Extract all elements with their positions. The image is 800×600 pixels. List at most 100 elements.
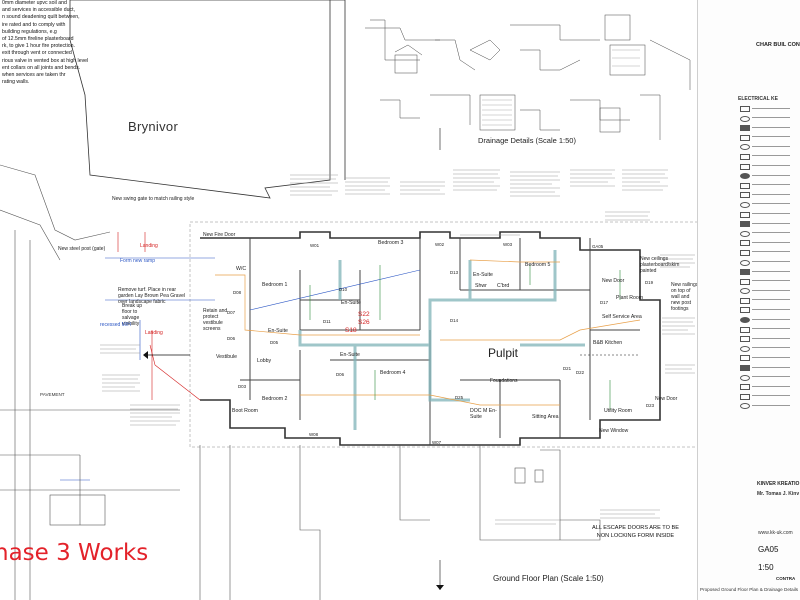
electrical-key-row bbox=[740, 373, 796, 383]
key-description-line bbox=[752, 385, 790, 387]
steel-post-note: New steel post (gate) bbox=[58, 246, 106, 252]
detail-hatching bbox=[482, 49, 640, 126]
key-description-line bbox=[752, 222, 790, 224]
key-description-line bbox=[752, 184, 790, 186]
label-d19: D19 bbox=[645, 280, 654, 285]
label-d25: D25 bbox=[455, 395, 464, 400]
drawing-number: GA05 bbox=[758, 545, 779, 554]
electrical-key-row bbox=[740, 305, 796, 315]
external-walls bbox=[200, 231, 661, 446]
new-ceilings-note: New ceilings plasterboard/skim painted bbox=[640, 256, 680, 274]
electrical-key-row bbox=[740, 104, 796, 114]
key-symbol-icon bbox=[740, 173, 750, 180]
rear-extension bbox=[0, 445, 601, 600]
key-description-line bbox=[752, 289, 790, 291]
electrical-key-row bbox=[740, 277, 796, 287]
key-symbol-icon bbox=[740, 221, 750, 228]
drawing-scale: 1:50 bbox=[758, 563, 774, 572]
key-symbol-icon bbox=[740, 201, 750, 208]
electrical-key-row bbox=[740, 296, 796, 306]
label-d08: D08 bbox=[233, 290, 242, 295]
pavement-label: PAVEMENT bbox=[40, 392, 65, 397]
note-line: and services in accessible duct, bbox=[2, 7, 75, 14]
practice-name: KINVER KREATIO bbox=[757, 481, 800, 487]
s18-label: S18 bbox=[345, 327, 357, 334]
room-plant: Plant Room bbox=[616, 295, 644, 301]
electrical-key-row bbox=[740, 190, 796, 200]
key-symbol-icon bbox=[740, 259, 750, 266]
electrical-key-row bbox=[740, 401, 796, 411]
key-description-line bbox=[752, 337, 790, 339]
key-description-line bbox=[752, 299, 790, 301]
room-bb-kitchen: B&B Kitchen bbox=[593, 340, 623, 346]
key-symbol-icon bbox=[740, 355, 750, 362]
key-symbol-icon bbox=[740, 393, 750, 400]
electrical-key-heading: ELECTRICAL KE bbox=[738, 96, 778, 102]
note-line: n sound deadening quilt between, bbox=[2, 14, 80, 21]
key-symbol-icon bbox=[740, 249, 750, 256]
electrical-key-row bbox=[740, 286, 796, 296]
label-d03: D03 bbox=[238, 384, 247, 389]
landing-label-top: Landing bbox=[140, 243, 158, 249]
break-up-floor-note: Break up floor to salvage visibility bbox=[122, 303, 143, 327]
key-description-line bbox=[752, 241, 790, 243]
label-w01: W01 bbox=[310, 243, 320, 248]
escape-doors-note: ALL ESCAPE DOORS ARE TO BE NON LOCKING F… bbox=[592, 524, 679, 540]
electrical-key-row bbox=[740, 334, 796, 344]
site-boundary bbox=[0, 164, 180, 600]
key-description-line bbox=[752, 251, 790, 253]
key-description-line bbox=[752, 280, 790, 282]
key-symbol-icon bbox=[740, 153, 750, 160]
electrical-key-row bbox=[740, 248, 796, 258]
key-description-line bbox=[752, 356, 790, 358]
room-wc: W/C bbox=[236, 266, 247, 272]
key-description-line bbox=[752, 232, 790, 234]
label-d11: D11 bbox=[323, 319, 331, 324]
electrical-key-row bbox=[740, 219, 796, 229]
label-d06: D06 bbox=[227, 336, 236, 341]
electrical-key-row bbox=[740, 210, 796, 220]
client-name: Mr. Tomas J. Kinv bbox=[757, 491, 800, 497]
room-shower: Shwr bbox=[475, 283, 487, 289]
electrical-key-row bbox=[740, 238, 796, 248]
label-d13: D13 bbox=[450, 270, 459, 275]
key-symbol-icon bbox=[740, 384, 750, 391]
room-ensuite-c: En-Suite bbox=[268, 328, 288, 334]
phase-title: hase 3 Works bbox=[0, 540, 149, 566]
key-description-line bbox=[752, 376, 790, 378]
top-left-notes: 0mm diameter upvc soil and and services … bbox=[2, 0, 122, 86]
ground-floor-plan-title: Ground Floor Plan (Scale 1:50) bbox=[493, 574, 604, 583]
key-symbol-icon bbox=[740, 365, 750, 372]
label-d06b: D06 bbox=[336, 372, 345, 377]
escape-line-1: ALL ESCAPE DOORS ARE TO BE bbox=[592, 525, 679, 531]
label-d14: D14 bbox=[450, 318, 459, 323]
key-description-line bbox=[752, 347, 790, 349]
key-description-line bbox=[752, 270, 790, 272]
key-symbol-icon bbox=[740, 106, 750, 112]
section-marker-b bbox=[436, 128, 444, 590]
key-symbol-icon bbox=[740, 163, 750, 170]
key-symbol-icon bbox=[740, 336, 750, 343]
key-description-line bbox=[752, 366, 790, 368]
key-description-line bbox=[752, 213, 790, 215]
electrical-key-row bbox=[740, 171, 796, 181]
new-door-note-2: New Door bbox=[655, 396, 678, 402]
key-description-line bbox=[752, 395, 790, 397]
room-vestibule: Vestibule bbox=[216, 354, 238, 360]
key-description-line bbox=[752, 126, 790, 128]
label-w08: W08 bbox=[309, 432, 319, 437]
drainage-lines bbox=[215, 259, 641, 406]
key-symbol-icon bbox=[740, 192, 750, 199]
label-d05: D05 bbox=[270, 340, 279, 345]
electrical-key-row bbox=[740, 325, 796, 335]
key-symbol-icon bbox=[740, 374, 750, 381]
electrical-key-row bbox=[740, 267, 796, 277]
label-d23: D23 bbox=[646, 403, 655, 408]
electrical-key-row bbox=[740, 152, 796, 162]
electrical-key-row bbox=[740, 133, 796, 143]
recessed-mh-note: recessed M/H bbox=[100, 322, 131, 328]
electrical-key-row bbox=[740, 229, 796, 239]
key-symbol-icon bbox=[740, 182, 750, 189]
contract-label: CONTRA bbox=[776, 576, 796, 581]
key-symbol-icon bbox=[740, 297, 750, 304]
